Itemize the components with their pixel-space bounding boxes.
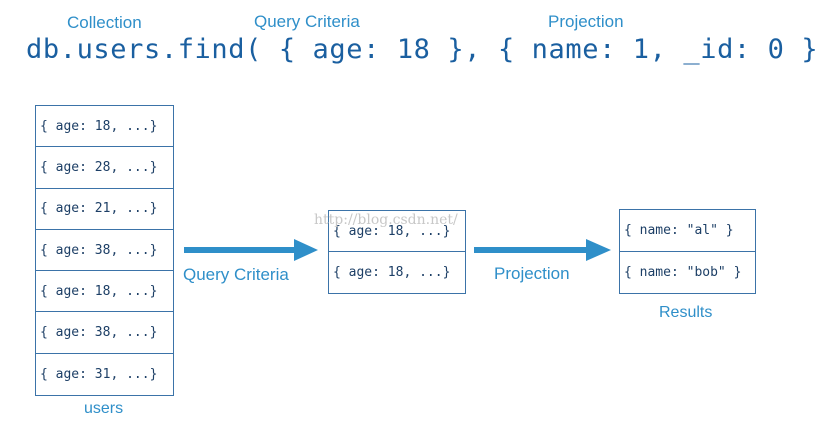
projection-arrow-label: Projection <box>494 264 570 283</box>
user-document: { age: 21, ...} <box>36 189 173 230</box>
results-documents: { name: "al" } { name: "bob" } <box>619 209 756 294</box>
user-document: { age: 28, ...} <box>36 147 173 189</box>
users-collection: { age: 18, ...} { age: 28, ...} { age: 2… <box>35 105 174 397</box>
find-query-code: db.users.find( { age: 18 }, { name: 1, _… <box>26 34 818 65</box>
filtered-document: { age: 18, ...} <box>333 265 451 280</box>
filtered-documents: { age: 18, ...} { age: 18, ...} <box>328 210 466 294</box>
user-document: { age: 31, ...} <box>40 366 158 382</box>
query-arrow-label: Query Criteria <box>183 265 289 284</box>
query-criteria-label: Query Criteria <box>254 12 360 31</box>
users-caption: users <box>84 400 124 417</box>
watermark: http://blog.csdn.net/ <box>314 212 458 228</box>
user-document: { age: 18, ...} <box>36 106 173 148</box>
result-document: { name: "al" } <box>620 210 755 252</box>
query-arrow-icon <box>184 239 318 261</box>
user-document: { age: 38, ...} <box>36 230 173 272</box>
projection-arrow-icon <box>474 239 611 261</box>
user-document: { age: 38, ...} <box>36 312 173 354</box>
result-document: { name: "bob" } <box>624 264 742 280</box>
filtered-document: { age: 18, ...} <box>329 211 465 252</box>
results-caption: Results <box>659 304 713 321</box>
projection-label: Projection <box>548 12 624 31</box>
user-document: { age: 18, ...} <box>36 271 173 313</box>
collection-label: Collection <box>67 13 142 32</box>
